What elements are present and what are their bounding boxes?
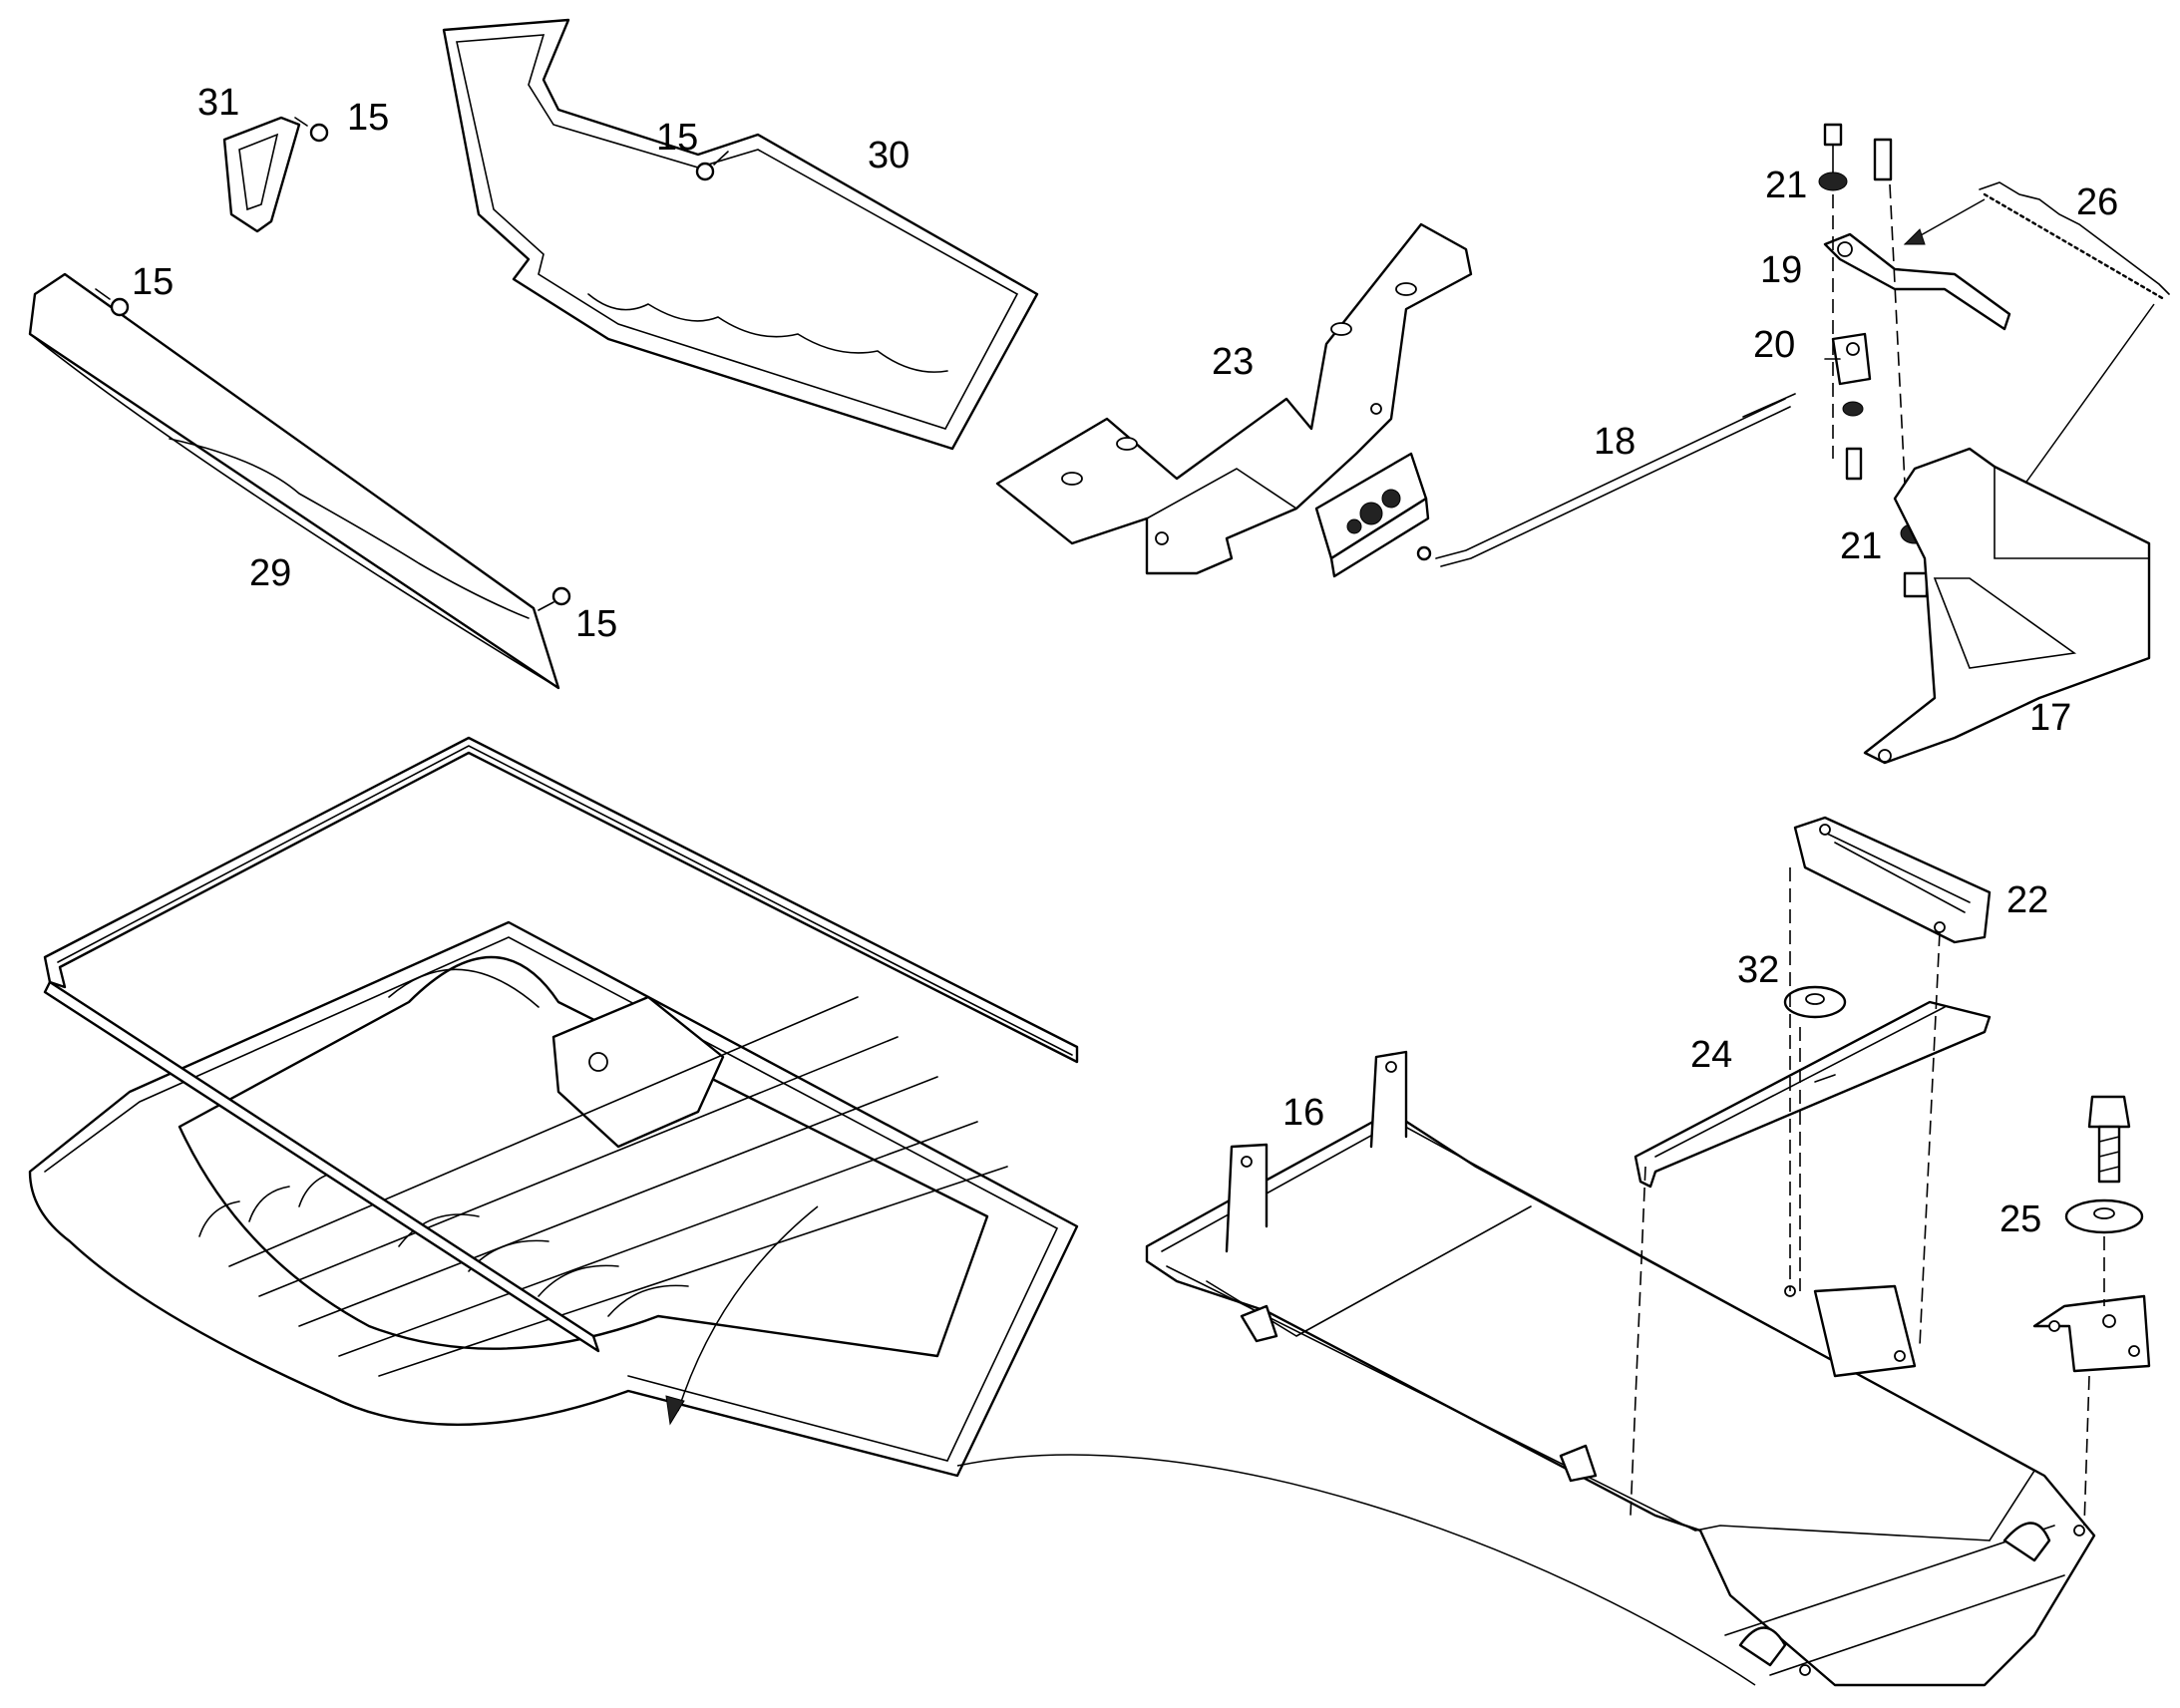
assembly-line-striker xyxy=(1832,183,1908,524)
callout-labels: 31 15 15 30 15 29 15 23 18 21 19 20 21 2… xyxy=(132,82,2118,1240)
callout-15-trim: 15 xyxy=(132,261,174,303)
part-18-rod xyxy=(1435,393,1796,567)
part-23-bracket xyxy=(995,222,1473,575)
callout-30: 30 xyxy=(868,135,909,176)
leader-tub-corner xyxy=(677,1205,819,1412)
part-30-liner xyxy=(442,18,1039,451)
assembly-lines-rail xyxy=(1630,867,1941,1517)
arrow-tub-corner xyxy=(665,1395,685,1426)
callout-17: 17 xyxy=(2029,697,2071,739)
part-31-bezel xyxy=(222,116,301,233)
callout-18: 18 xyxy=(1594,421,1635,463)
glove-box-seal xyxy=(43,736,1079,1353)
part-22-pad xyxy=(1793,816,1992,944)
callout-20: 20 xyxy=(1753,324,1795,366)
part-19-plate xyxy=(1823,232,2011,331)
callout-19: 19 xyxy=(1760,249,1802,291)
part-25-bolt xyxy=(2087,1095,2131,1184)
callout-15-bezel: 15 xyxy=(347,97,389,139)
assembly-line-bolt xyxy=(2083,1236,2105,1527)
screw-15-trim-left xyxy=(95,288,130,317)
part-25-bracket xyxy=(2032,1294,2151,1373)
callout-15-trim-end: 15 xyxy=(575,603,617,645)
screw-15-top-left xyxy=(294,117,329,143)
callout-25: 25 xyxy=(1999,1198,2041,1240)
callout-29: 29 xyxy=(249,552,291,594)
callout-26: 26 xyxy=(2076,181,2118,223)
part-21-top-bolt xyxy=(1818,123,1893,191)
part-16-frame xyxy=(1145,1050,2096,1687)
screw-15-liner xyxy=(695,151,729,181)
callout-22: 22 xyxy=(2006,879,2048,921)
screw-15-trim-right xyxy=(538,586,571,611)
callout-31: 31 xyxy=(197,82,239,124)
callout-23: 23 xyxy=(1212,341,1254,383)
leader-tub-to-frame xyxy=(956,1454,1756,1686)
callout-24: 24 xyxy=(1690,1034,1732,1076)
callout-21-top: 21 xyxy=(1765,165,1807,206)
part-20-bushing xyxy=(1824,332,1872,386)
callout-15-liner: 15 xyxy=(656,117,698,159)
glove-box-tub xyxy=(28,920,1079,1478)
part-24-rail xyxy=(1634,1000,1992,1189)
part-32-washer xyxy=(1783,985,1847,1019)
part-25-washer xyxy=(2064,1198,2144,1234)
part-17-bracket xyxy=(1863,447,2151,765)
latch-assembly xyxy=(1314,452,1432,578)
callout-21-bottom: 21 xyxy=(1840,525,1882,567)
part-29-trim xyxy=(28,272,560,690)
callout-32: 32 xyxy=(1737,949,1779,991)
callout-16: 16 xyxy=(1282,1092,1324,1134)
